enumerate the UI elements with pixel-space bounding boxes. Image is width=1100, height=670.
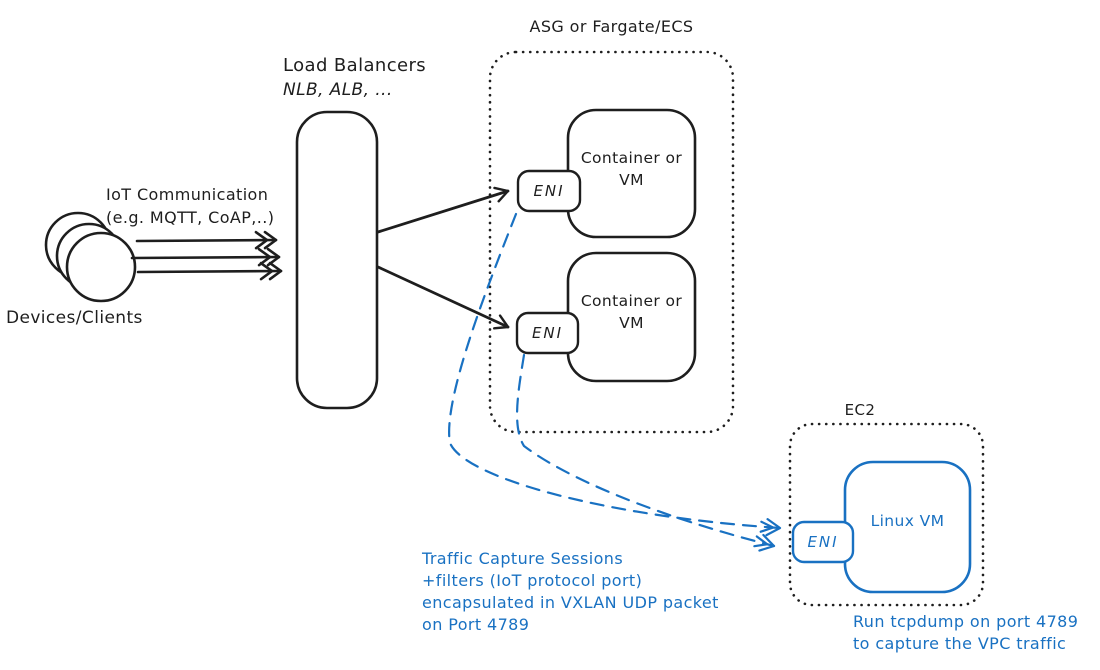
container2-line1: Container or	[580, 292, 683, 310]
container1-line1: Container or	[580, 149, 683, 167]
load-balancer-label: Load Balancers NLB, ALB, ...	[283, 53, 426, 103]
load-balancer-line1: Load Balancers	[283, 55, 427, 76]
eni1-box	[516, 169, 582, 213]
iot-communication-label: IoT Communication (e.g. MQTT, CoAP,..)	[106, 183, 274, 229]
traffic-capture-note-line1: Traffic Capture Sessions	[422, 549, 624, 568]
capture-session-curve-1	[448, 212, 782, 537]
asg-group-box	[488, 50, 735, 434]
eni2-box	[515, 311, 580, 355]
container2-line2: VM	[619, 314, 644, 332]
lb-to-eni-arrows	[376, 186, 510, 330]
ec2-eni-label: ENI	[807, 533, 839, 551]
capture-session-curve-2	[515, 353, 776, 552]
container1-label: Container or VM	[568, 147, 695, 191]
traffic-capture-note: Traffic Capture Sessions +filters (IoT p…	[422, 548, 719, 636]
ec2-group-title: EC2	[844, 401, 876, 419]
eni1-label: ENI	[533, 182, 565, 200]
capture-session-curves	[448, 212, 782, 552]
container1-line2: VM	[619, 171, 644, 189]
traffic-capture-note-line2: +filters (IoT protocol port)	[422, 571, 643, 590]
iot-communication-line2: (e.g. MQTT, CoAP,..)	[106, 208, 275, 227]
devices-icon	[44, 211, 137, 303]
tcpdump-note-line2: to capture the VPC traffic	[853, 634, 1067, 653]
traffic-capture-note-line4: on Port 4789	[422, 615, 530, 634]
traffic-capture-note-line3: encapsulated in VXLAN UDP packet	[422, 593, 719, 612]
load-balancer-box	[295, 110, 379, 410]
iot-traffic-arrows	[130, 230, 283, 281]
ec2-eni-box	[791, 520, 855, 564]
asg-group-title: ASG or Fargate/ECS	[529, 17, 694, 36]
load-balancer-line2: NLB, ALB, ...	[283, 80, 393, 100]
iot-communication-line1: IoT Communication	[106, 185, 269, 204]
linux-vm-label: Linux VM	[870, 512, 945, 530]
container2-label: Container or VM	[568, 290, 695, 334]
tcpdump-note: Run tcpdump on port 4789 to capture the …	[853, 611, 1078, 655]
eni2-label: ENI	[531, 324, 564, 342]
devices-label: Devices/Clients	[6, 308, 143, 328]
tcpdump-note-line1: Run tcpdump on port 4789	[853, 612, 1079, 631]
